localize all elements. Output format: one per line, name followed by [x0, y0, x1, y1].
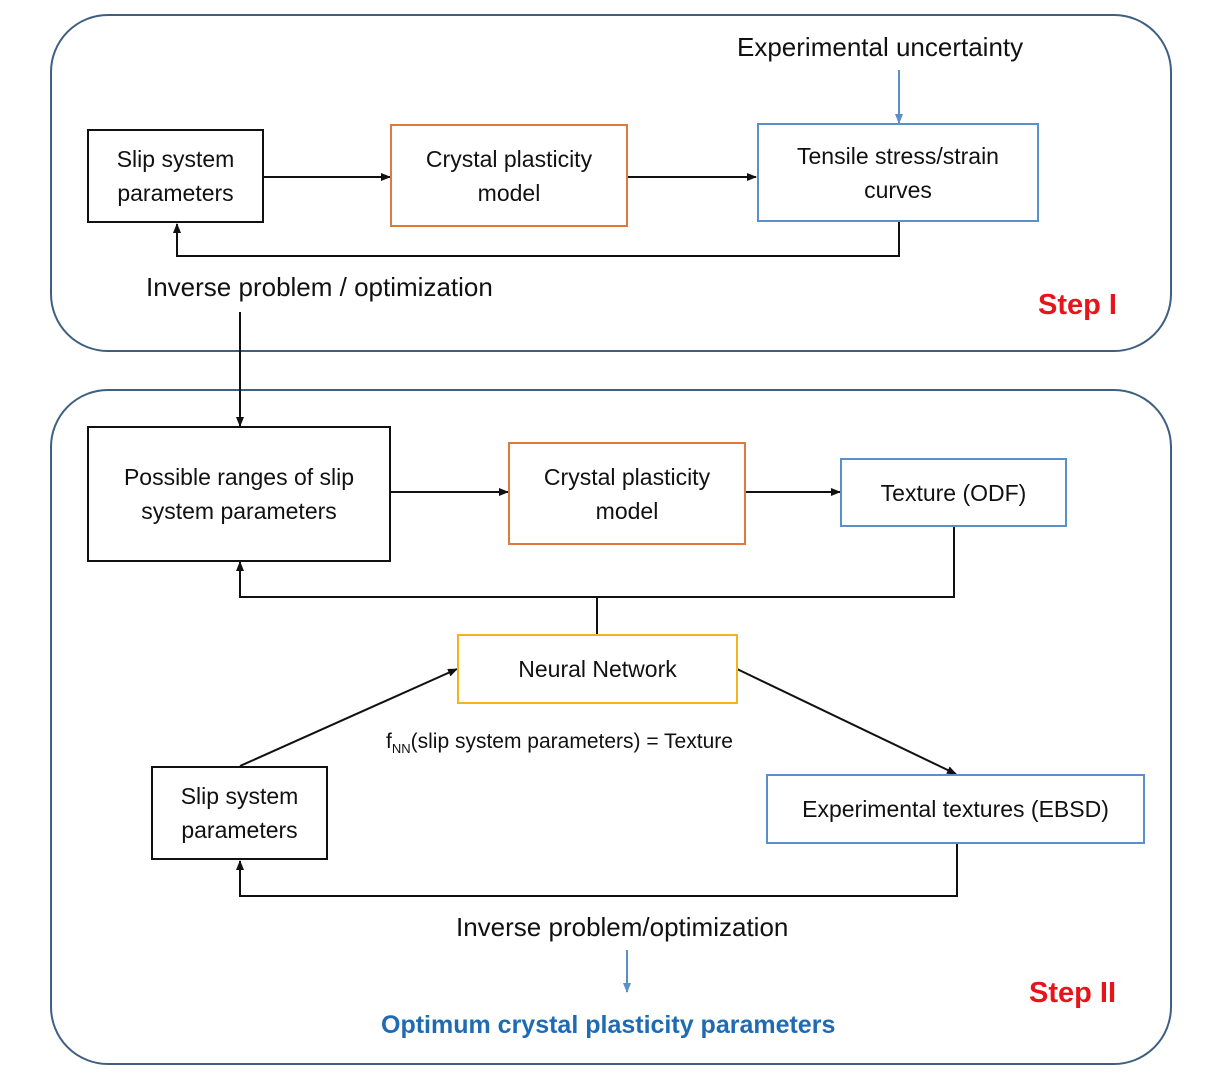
formula-subscript: NN — [391, 741, 411, 757]
step-2-label: Step II — [1029, 977, 1117, 1009]
tensile-curves-box: Tensile stress/strain curves — [757, 123, 1039, 222]
step-1-label: Step I — [1038, 289, 1117, 321]
formula-rest: (slip system parameters) = Texture — [410, 730, 733, 753]
feedback-exp-to-slip — [236, 843, 958, 897]
formula-f: f — [386, 730, 392, 753]
inverse-problem-label-1: Inverse problem / optimization — [146, 272, 493, 302]
slip-system-parameters-box-1: Slip system parameters — [87, 129, 264, 223]
step-2-frame — [50, 389, 1172, 1065]
step-1-frame — [50, 14, 1172, 352]
experimental-textures-box: Experimental textures (EBSD) — [766, 774, 1145, 844]
crystal-plasticity-model-box-1: Crystal plasticity model — [390, 124, 628, 227]
inverse-problem-label-2: Inverse problem/optimization — [456, 912, 789, 942]
nn-formula: fNN(slip system parameters) = Texture — [386, 730, 733, 756]
feedback-tensile-to-slip — [173, 222, 900, 257]
texture-odf-box: Texture (ODF) — [840, 458, 1067, 527]
experimental-uncertainty-label: Experimental uncertainty — [737, 32, 1024, 62]
possible-ranges-box: Possible ranges of slip system parameter… — [87, 426, 391, 562]
arrow-nn-to-exp — [736, 668, 957, 775]
slip-system-parameters-box-2: Slip system parameters — [151, 766, 328, 860]
arrow-slip-to-nn — [239, 668, 458, 767]
neural-network-box: Neural Network — [457, 634, 738, 704]
crystal-plasticity-model-box-2: Crystal plasticity model — [508, 442, 746, 545]
optimum-parameters-label: Optimum crystal plasticity parameters — [381, 1011, 836, 1039]
